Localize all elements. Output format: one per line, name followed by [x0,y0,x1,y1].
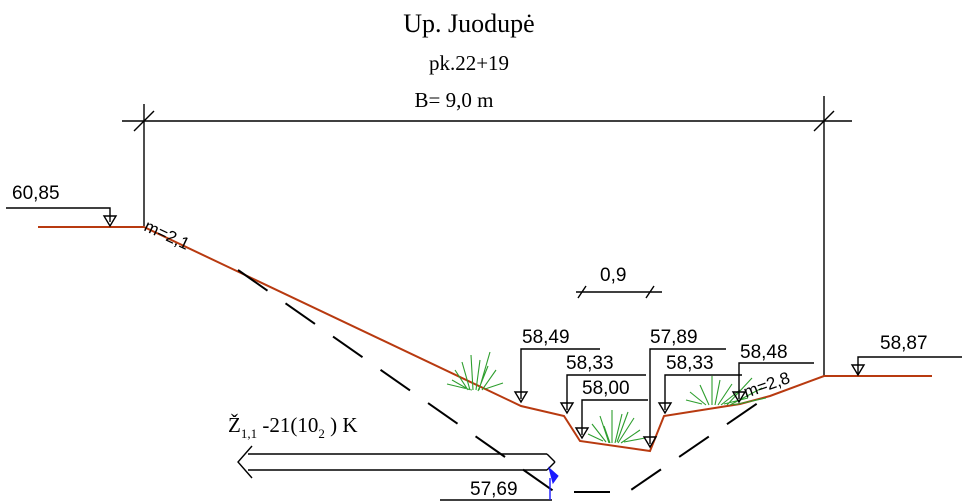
bottom-width-dimension: 0,9 [576,265,662,299]
level-value: 58,33 [566,353,614,374]
level-value: 57,89 [650,327,698,348]
level-marker-l2: 58,33 [559,353,646,415]
level-value: 58,49 [522,327,570,348]
level-value: 58,87 [880,333,928,354]
design-profile-dashed-line [237,269,769,493]
slope-label-left: m=2,1 [141,216,192,253]
level-marker-left-bank: 60,85 [6,183,118,228]
level-marker-l3: 58,00 [574,378,648,440]
level-marker-r1: 57,89 [642,327,726,449]
level-marker-r3: 58,48 [731,342,814,404]
grass-icon [446,351,504,392]
level-value: 60,85 [12,183,60,204]
bottom-width-label: 0,9 [600,265,626,286]
width-label: B= 9,0 m [415,88,494,112]
level-marker-right-bank: 58,87 [850,333,962,377]
drain-label: Ž1,1 -21(102 ) K [228,413,358,441]
level-value: 58,48 [740,342,788,363]
level-marker-r2: 58,33 [657,353,742,415]
level-value: 58,00 [582,378,630,399]
grass-icon [587,410,646,444]
drawing-title: Up. Juodupė [403,9,534,38]
drawing-subtitle: pk.22+19 [429,51,509,75]
drain-level-value: 57,69 [470,479,518,500]
width-dimension [122,96,852,376]
level-marker-l1: 58,49 [513,327,600,404]
ground-profile-line [38,226,932,453]
level-value: 58,33 [666,353,714,374]
drain-pipe: Ž1,1 -21(102 ) K 57,69 [228,413,559,501]
drain-level-marker-icon [548,466,559,485]
